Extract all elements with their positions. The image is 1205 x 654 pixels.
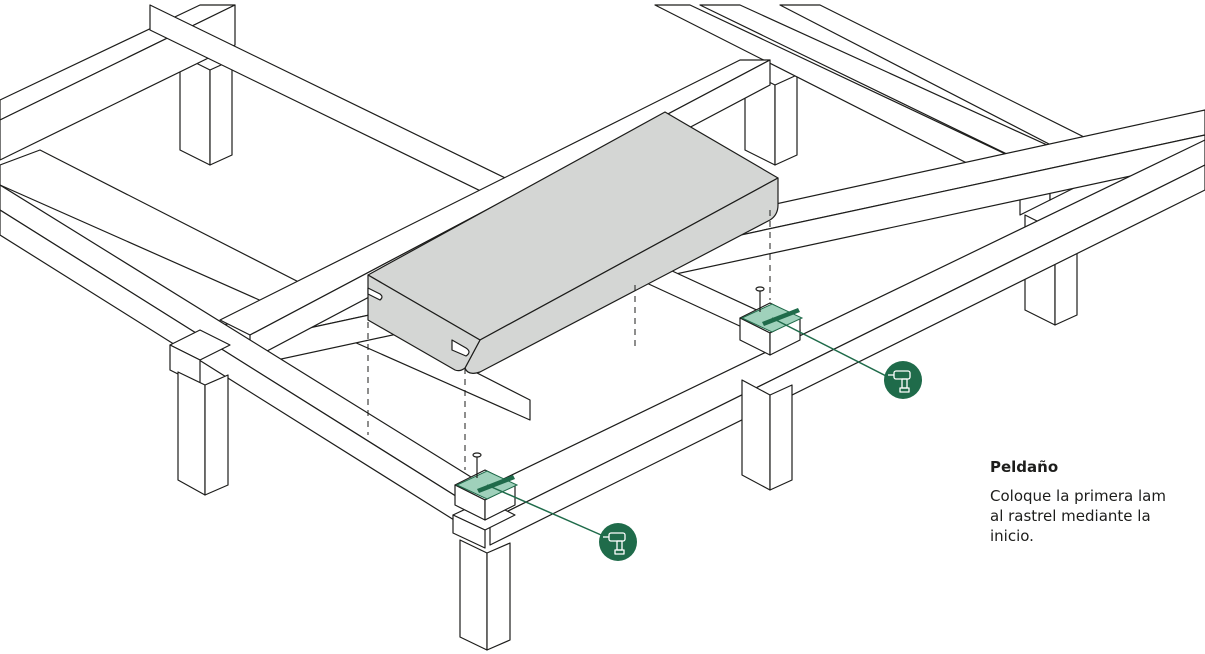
caption-line: al rastrel mediante la: [990, 507, 1151, 525]
beam-front-lower: [0, 139, 1205, 546]
post-front-center: [741, 379, 793, 491]
step-board: [367, 111, 779, 374]
caption-line: Coloque la primera lam: [990, 487, 1166, 505]
instruction-caption: Peldaño Coloque la primera lam al rastre…: [990, 457, 1205, 546]
drill-icon: [884, 361, 922, 399]
clip-right: [740, 303, 891, 379]
caption-body: Coloque la primera lam al rastrel median…: [990, 486, 1205, 546]
post-front-left: [169, 329, 231, 496]
post-back-left: [179, 54, 233, 166]
screw-icon: [472, 452, 482, 478]
caption-title: Peldaño: [990, 458, 1059, 476]
alignment-lines: [367, 210, 771, 470]
screw-icon: [755, 286, 765, 312]
drill-icon: [599, 523, 637, 561]
caption-line: inicio.: [990, 527, 1034, 545]
